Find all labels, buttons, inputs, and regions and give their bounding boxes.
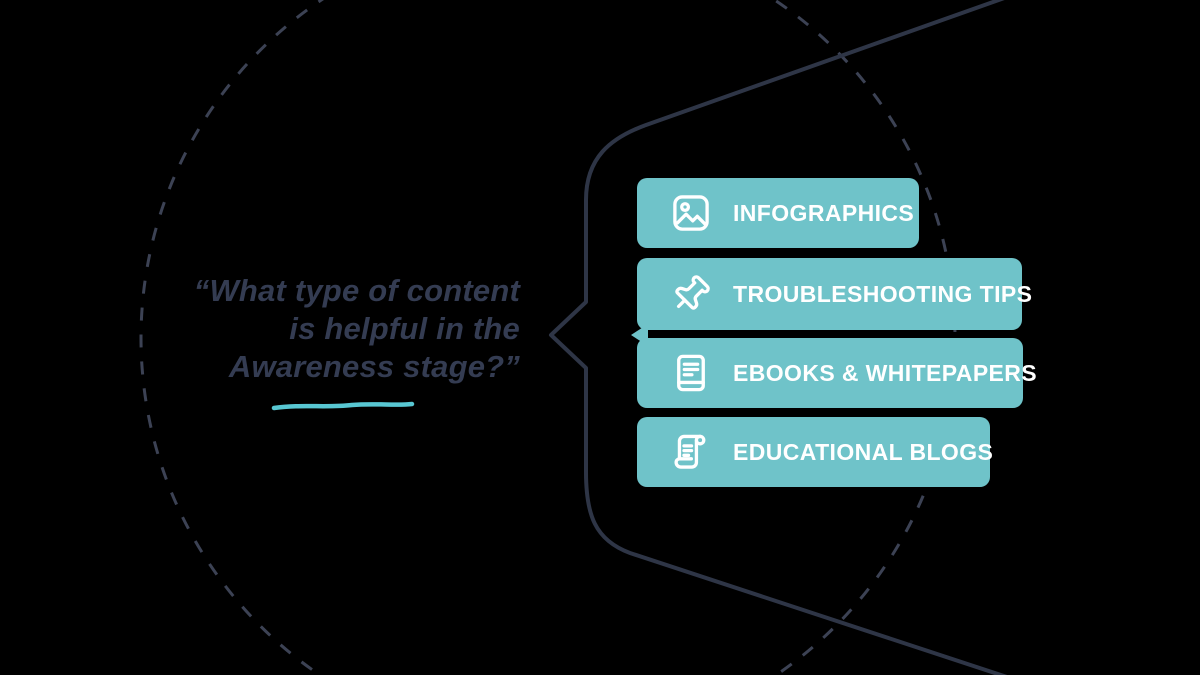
quote-line-1: “What type of content [193,273,520,308]
button-troubleshooting-tips[interactable]: TROUBLESHOOTING TIPS [637,258,1032,330]
button-label: EDUCATIONAL BLOGS [733,438,994,465]
ebook-icon [670,352,712,394]
button-ebooks-whitepapers[interactable]: EBOOKS & WHITEPAPERS [637,338,1037,408]
button-label: INFOGRAPHICS [733,199,915,226]
pushpin-icon [670,273,712,315]
button-label: EBOOKS & WHITEPAPERS [733,359,1038,386]
quote-line-3: Awareness stage?” [228,349,520,384]
button-label: TROUBLESHOOTING TIPS [733,280,1033,307]
image-icon [670,192,712,234]
quote-underline [271,401,415,411]
quote-line-2: is helpful in the [289,311,520,346]
button-infographics[interactable]: INFOGRAPHICS [637,178,919,248]
button-educational-blogs[interactable]: EDUCATIONAL BLOGS [637,417,994,487]
bubble-outline [549,0,1008,675]
scroll-icon [670,431,712,473]
quote-text: “What type of content is helpful in the … [120,272,520,386]
